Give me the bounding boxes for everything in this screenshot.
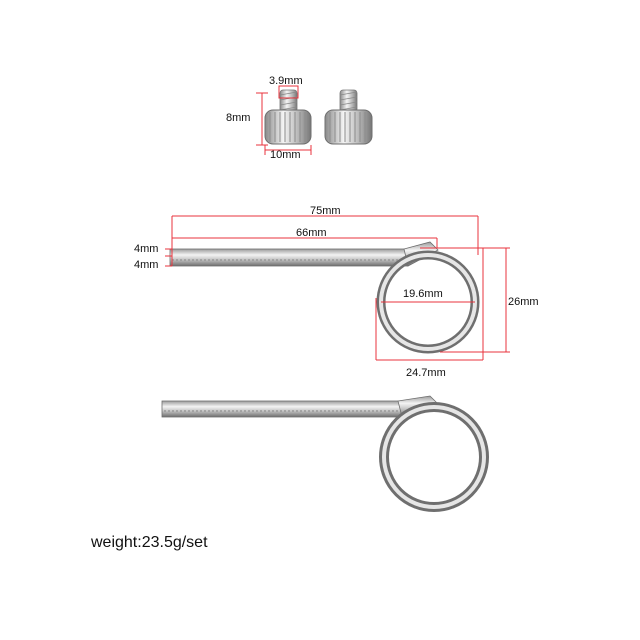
screw-left [264,89,312,145]
pin-ring-height-label: 26mm [508,296,539,308]
screw-height-label: 8mm [226,112,250,124]
pin-shaft-width-bottom-label: 4mm [134,259,158,271]
pin-ring-inner-diameter-label: 19.6mm [403,288,443,300]
pin-bottom [161,395,489,512]
pin-shaft-width-top-label: 4mm [134,243,158,255]
screw-right [324,89,373,145]
pin-dimension-lines [165,215,510,361]
pin-total-length-label: 75mm [310,205,341,217]
pin-ring-outer-width-label: 24.7mm [406,367,446,379]
screw-dimension-lines [256,85,312,155]
screw-head-diameter-label: 10mm [270,149,301,161]
screw-thread-diameter-label: 3.9mm [269,75,303,87]
pin-shaft-length-label: 66mm [296,227,327,239]
weight-caption: weight:23.5g/set [91,534,208,551]
